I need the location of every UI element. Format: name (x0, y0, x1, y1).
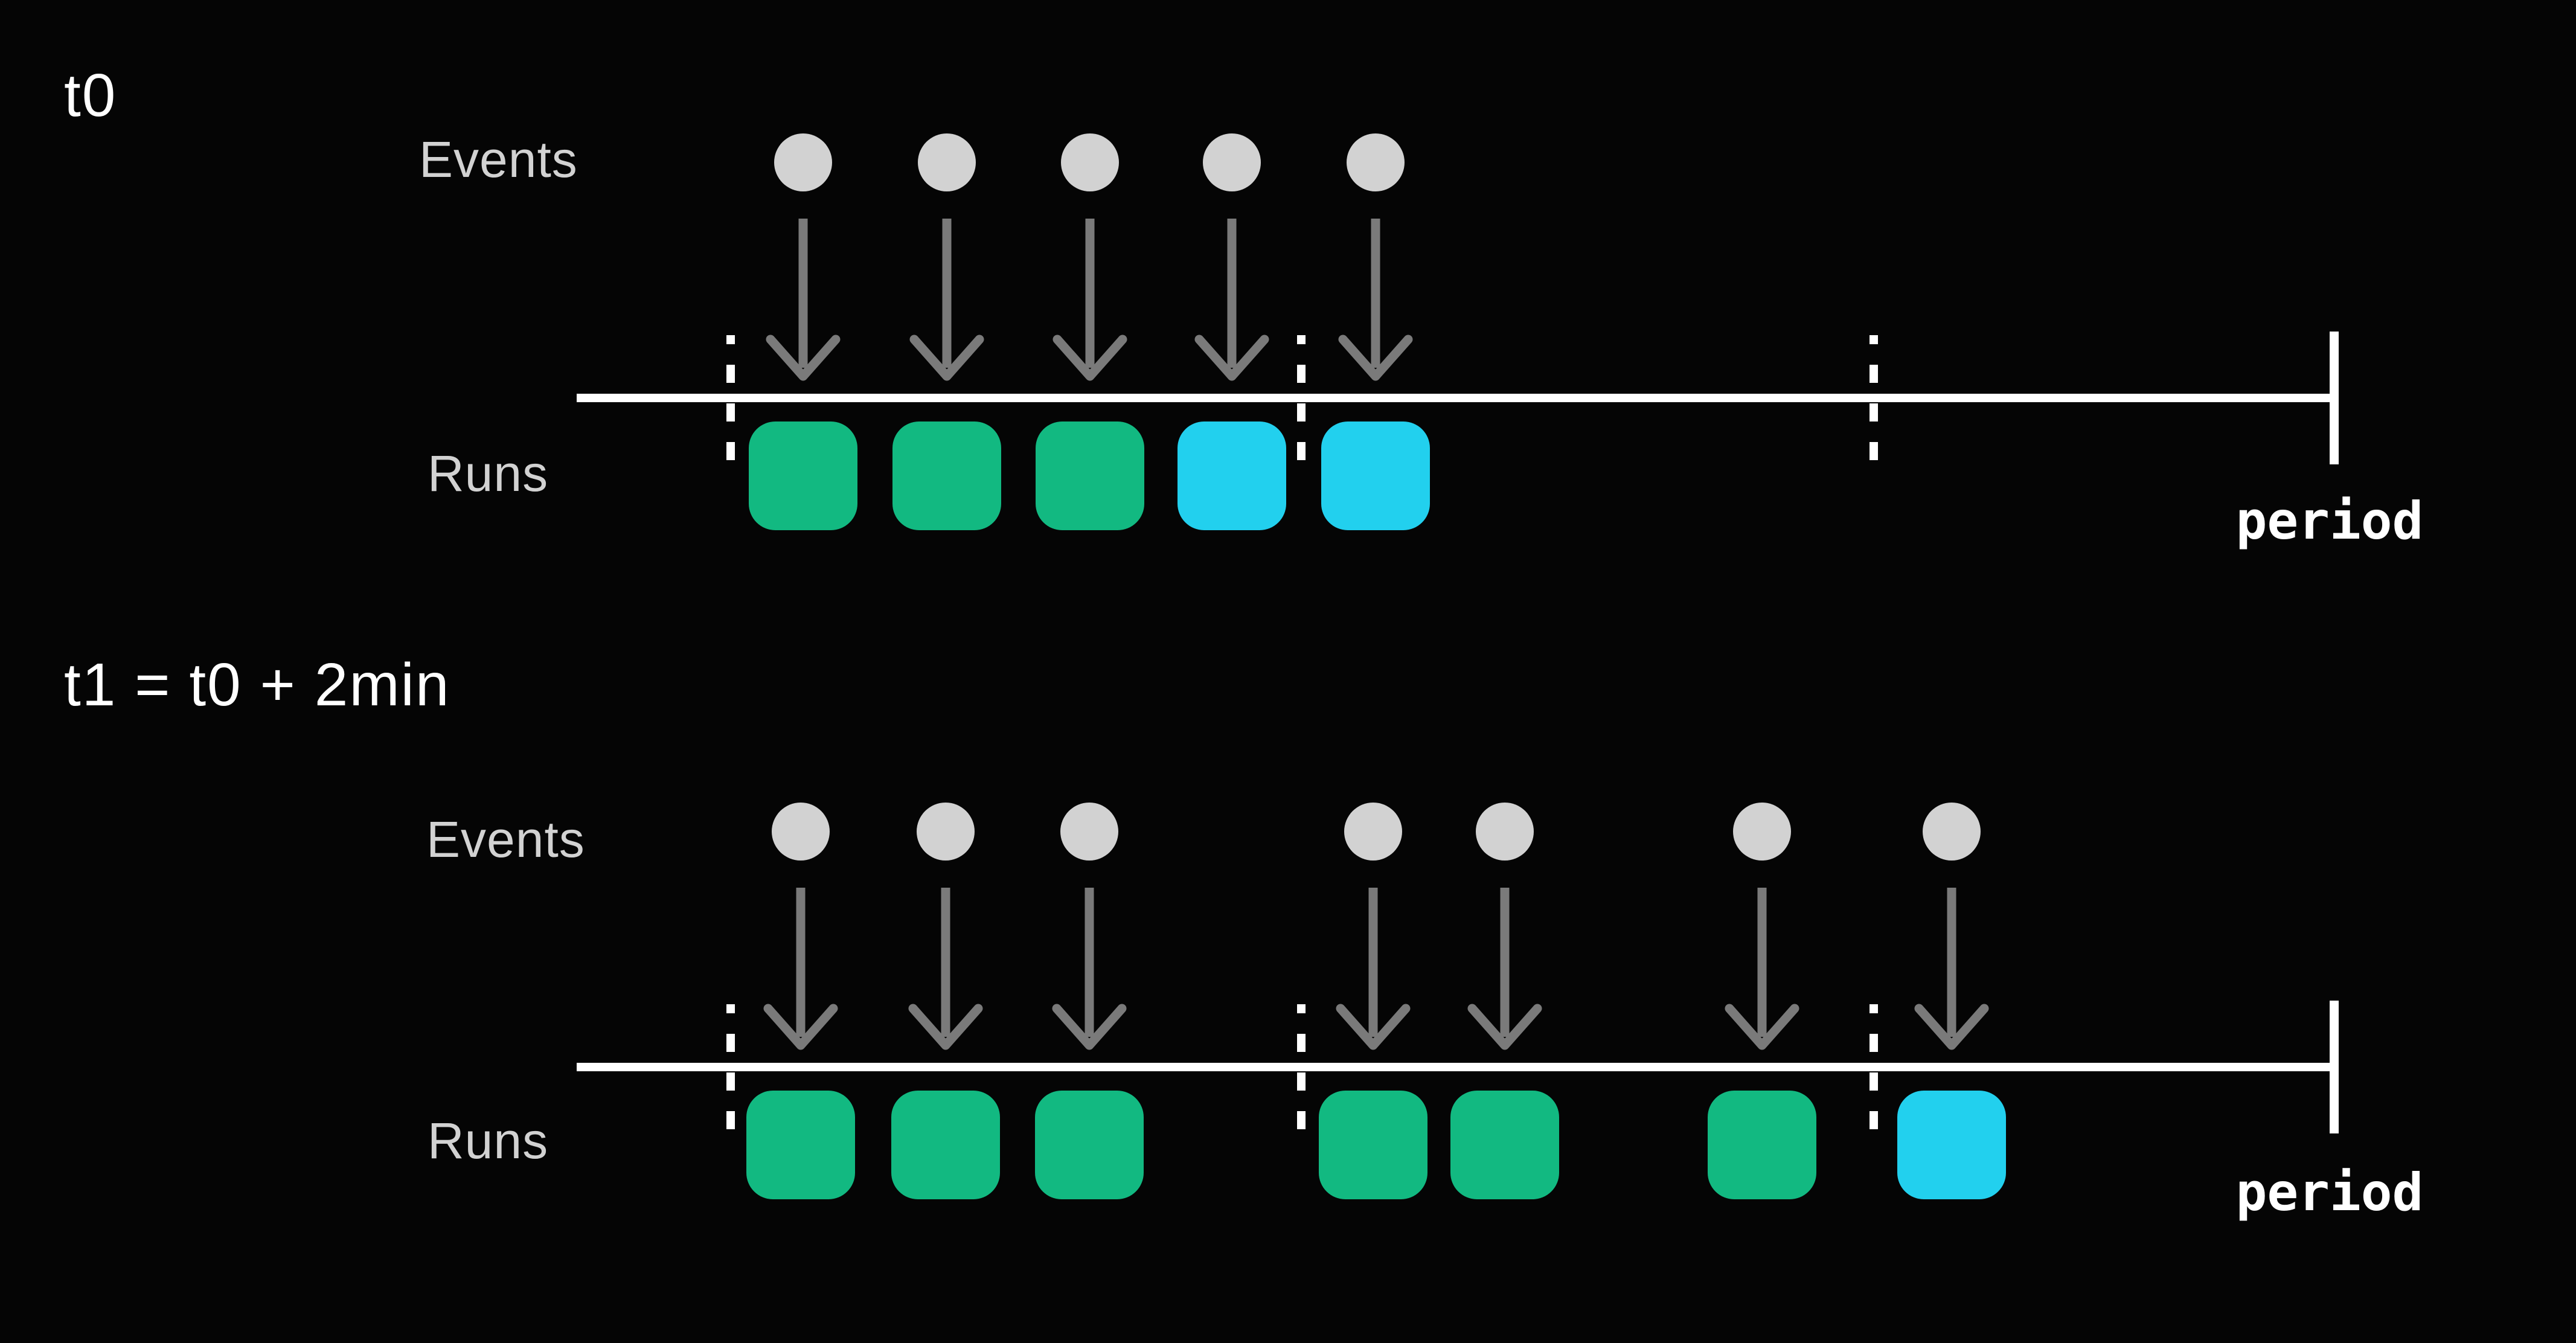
event-arrow-head-icon (908, 1004, 983, 1050)
event-dot (1347, 133, 1405, 191)
run-box-green (891, 1091, 1000, 1199)
event-arrow-head-icon (1725, 1004, 1799, 1050)
timeline-end-cap (2330, 332, 2339, 464)
period-label-t0: period (2235, 491, 2424, 551)
event-arrow-head-icon (1467, 1004, 1542, 1050)
run-box-cyan (1321, 421, 1430, 530)
event-arrow-head-icon (1336, 1004, 1411, 1050)
run-box-green (1036, 421, 1144, 530)
events-row-label-t1: Events (426, 811, 585, 868)
run-box-green (746, 1091, 855, 1199)
timeline (577, 394, 2334, 402)
event-dot (1733, 803, 1791, 861)
event-dot (918, 133, 976, 191)
timeline-section-1 (577, 803, 2339, 1199)
event-dot (1060, 803, 1118, 861)
event-arrow-head-icon (1338, 335, 1413, 381)
period-label-t1: period (2235, 1162, 2424, 1223)
events-row-label-t0: Events (419, 131, 578, 188)
section-t1-title: t1 = t0 + 2min (64, 651, 450, 719)
event-dot (1061, 133, 1119, 191)
event-dot (1344, 803, 1402, 861)
runs-row-label-t0: Runs (428, 445, 549, 502)
timeline-section-0 (577, 133, 2339, 530)
event-dot (772, 803, 830, 861)
run-box-cyan (1177, 421, 1286, 530)
run-box-green (892, 421, 1001, 530)
section-t0-title: t0 (64, 62, 117, 129)
event-dot (917, 803, 975, 861)
event-arrow-head-icon (1052, 1004, 1127, 1050)
timeline-end-cap (2330, 1001, 2339, 1133)
event-arrow-head-icon (909, 335, 984, 381)
event-dot (774, 133, 832, 191)
run-box-green (749, 421, 857, 530)
event-arrow-head-icon (763, 1004, 838, 1050)
run-box-green (1708, 1091, 1816, 1199)
event-dot (1203, 133, 1261, 191)
event-arrow-head-icon (1053, 335, 1127, 381)
event-arrow-head-icon (766, 335, 841, 381)
event-arrow-head-icon (1914, 1004, 1989, 1050)
timeline (577, 1063, 2334, 1071)
run-box-green (1319, 1091, 1427, 1199)
runs-row-label-t1: Runs (428, 1112, 549, 1169)
run-box-cyan (1897, 1091, 2006, 1199)
run-box-green (1450, 1091, 1559, 1199)
event-dot (1923, 803, 1981, 861)
event-arrow-head-icon (1194, 335, 1269, 381)
event-dot (1476, 803, 1534, 861)
run-box-green (1035, 1091, 1144, 1199)
